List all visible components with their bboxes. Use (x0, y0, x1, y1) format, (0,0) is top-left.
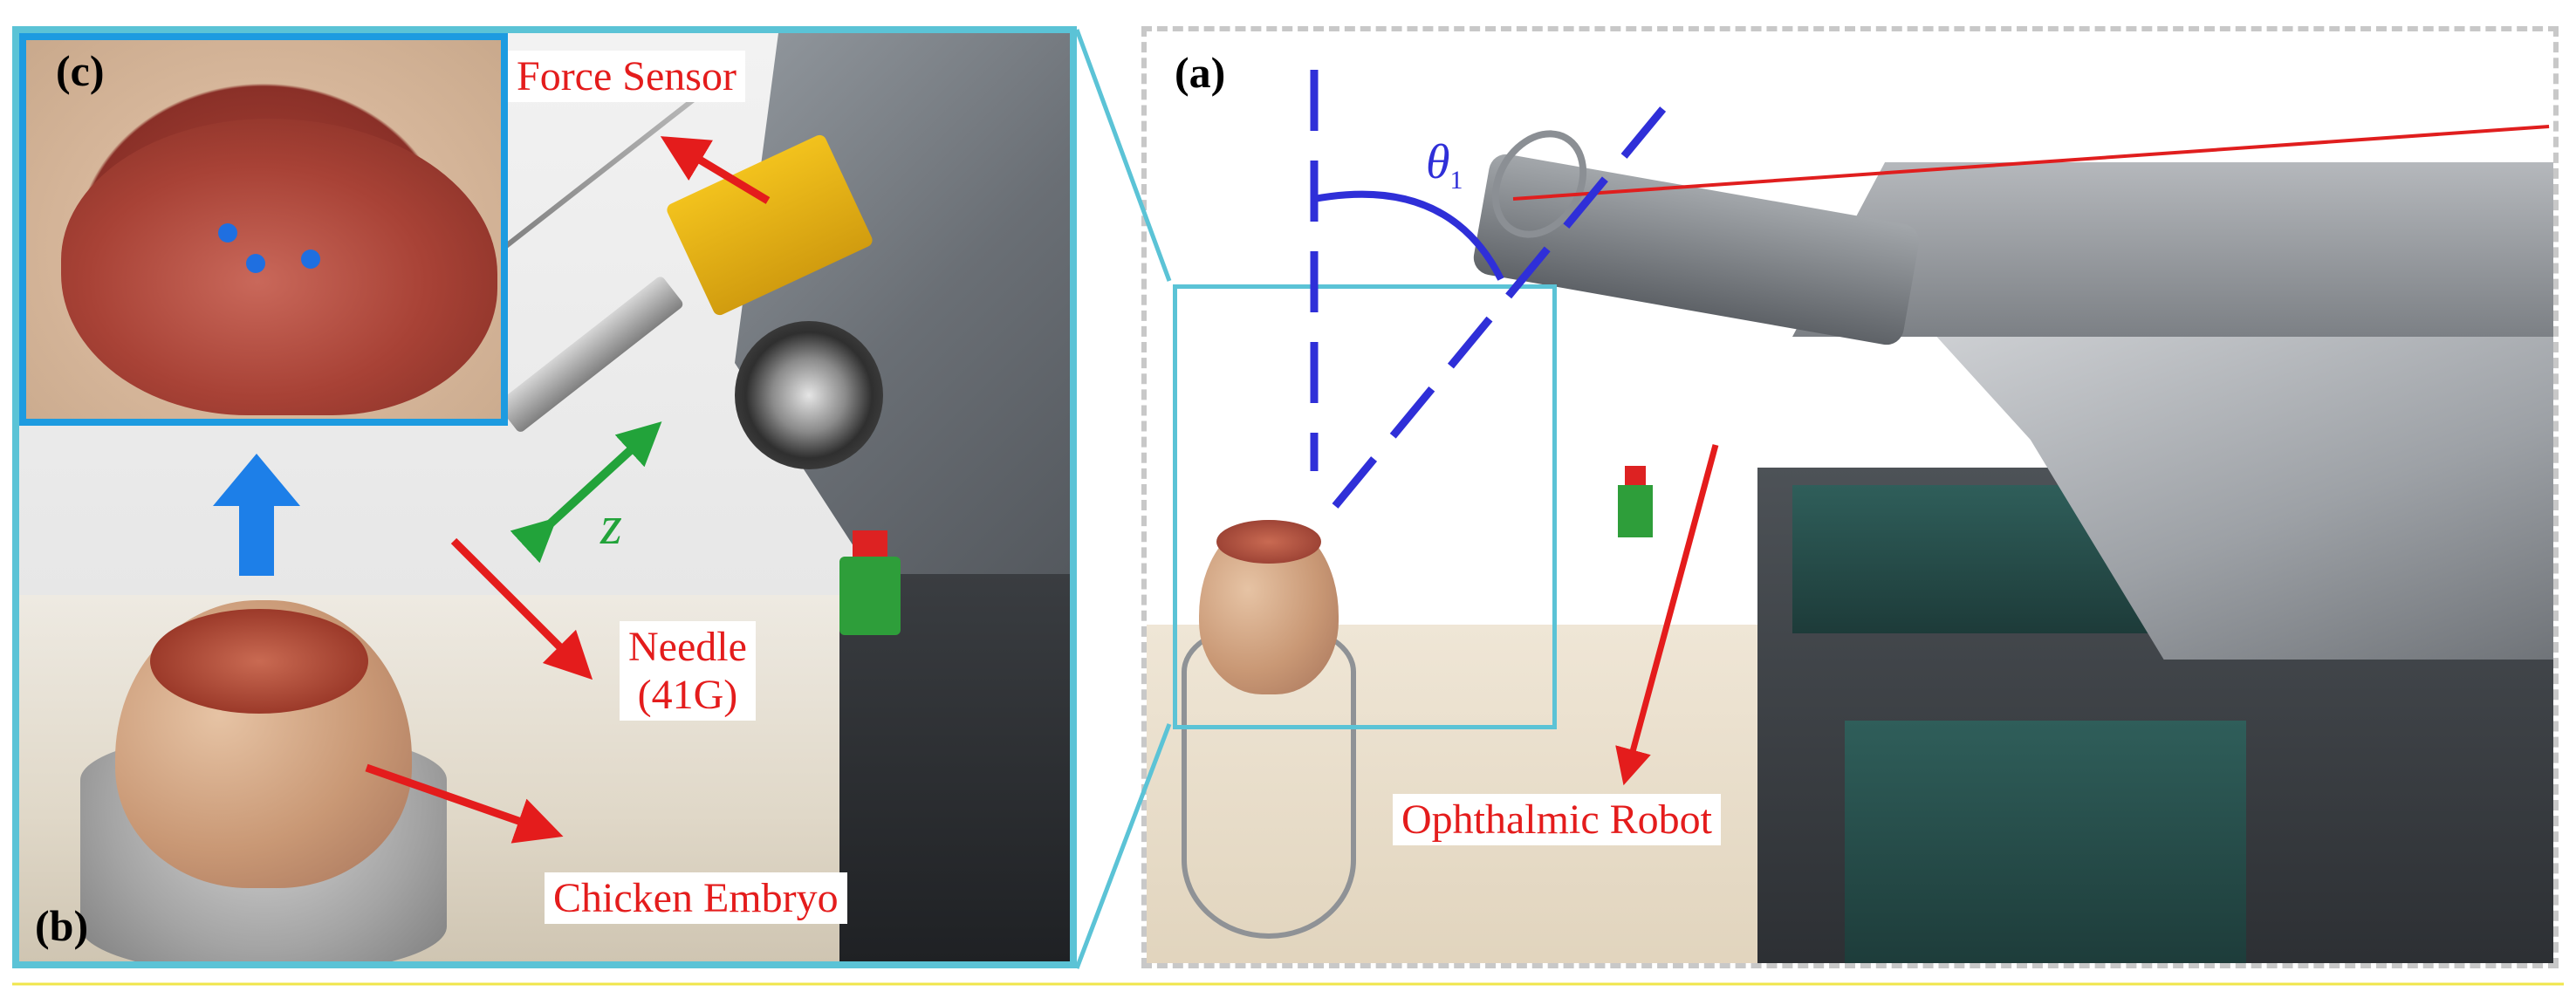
needle-label-line2: (41G) (637, 672, 738, 719)
needle-label: Needle (41G) (620, 621, 756, 721)
equipment-box-lower (1845, 721, 2246, 963)
zoom-region-box (1173, 284, 1557, 729)
embryo-opening (1216, 520, 1321, 564)
connector-block (839, 557, 901, 635)
z-axis-label: z (600, 494, 622, 556)
target-dot-3 (301, 250, 320, 269)
ophthalmic-robot-label: Ophthalmic Robot (1393, 794, 1721, 846)
angle-subscript: 1 (1449, 166, 1463, 195)
target-dot-1 (218, 223, 237, 243)
target-dot-2 (246, 254, 265, 273)
bearing-wheel (735, 321, 883, 469)
connector-block (1618, 485, 1653, 537)
chicken-embryo-label: Chicken Embryo (545, 872, 847, 925)
embryo-membrane (61, 119, 497, 415)
needle-label-line1: Needle (628, 624, 747, 670)
angle-symbol: θ (1426, 135, 1450, 189)
panel-c-inset-photo (19, 33, 508, 426)
panel-label-a: (a) (1175, 48, 1226, 97)
robot-top-stage (1792, 162, 2553, 337)
embryo-opening (150, 609, 368, 714)
angle-label: θ1 (1426, 138, 1463, 194)
panel-a-robot-photo (1141, 26, 2559, 968)
panel-label-c: (c) (56, 46, 105, 95)
panel-label-b: (b) (35, 901, 89, 950)
force-sensor-label: Force Sensor (508, 51, 745, 103)
connector-cap (853, 530, 887, 557)
connector-cap (1625, 466, 1646, 485)
robot-rail (839, 574, 1070, 961)
